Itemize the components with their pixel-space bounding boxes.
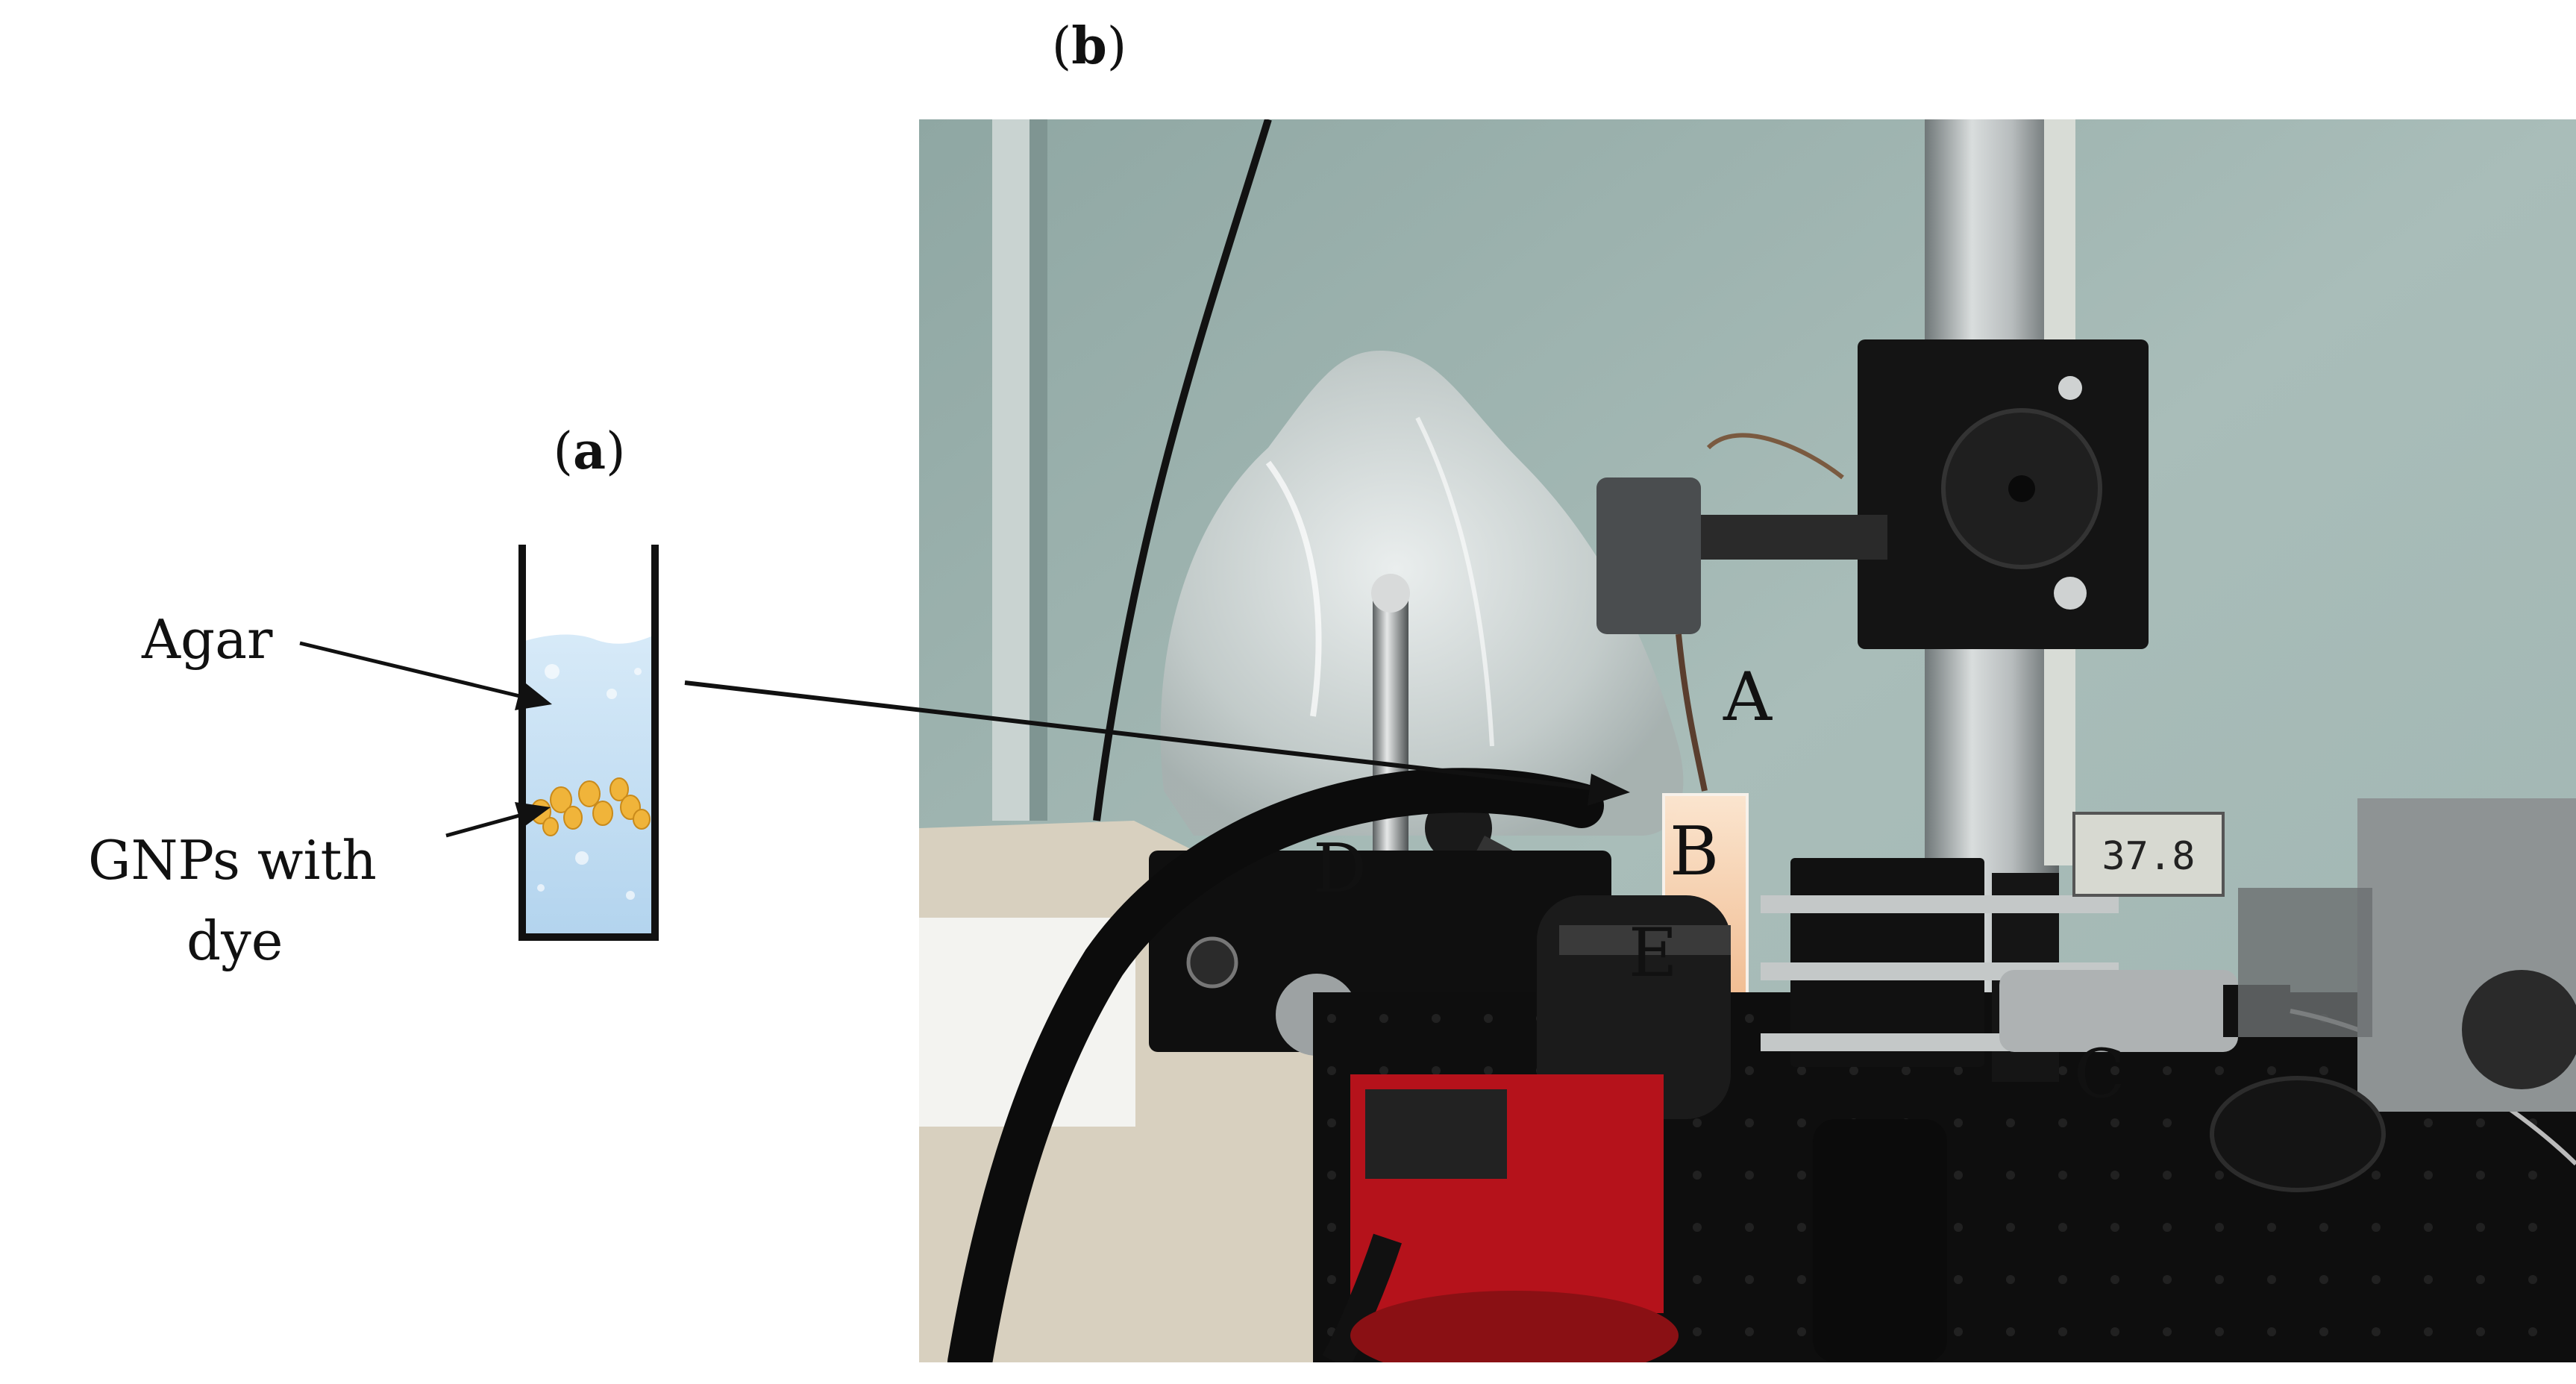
setup-photo: 37.8 A B C D E [919,119,2576,1362]
plastic-bag [1160,351,1684,836]
probe-wire [1676,633,1708,792]
panel-b-label: (b) [1052,16,1127,76]
marker-E: E [1629,914,1678,992]
marker-C: C [2074,1035,2125,1113]
gnp-arrow [445,802,551,838]
digital-display [2072,812,2225,897]
agar-bubbles [537,664,642,900]
gnp-label-line2: dye [187,909,283,972]
vial [518,545,659,941]
probe-arm [1693,515,1887,560]
marker-A: A [1723,658,1773,736]
probe-head [1596,477,1701,634]
panel-a: (a) [88,422,659,972]
marker-B: B [1670,812,1719,891]
panel-a-label: (a) [553,422,625,481]
fiber-cable [947,768,1604,1362]
marker-D: D [1313,830,1367,908]
agar-label: Agar [141,608,273,671]
door-frame [992,119,1030,821]
display-reading: 37.8 [2102,834,2195,879]
agar-arrow [299,641,552,710]
lens-cap [2210,1076,2386,1192]
gnp-label-line1: GNPs with [88,829,377,892]
vial-to-cuvette-arrow [684,680,1630,806]
hanging-cable [1093,119,1272,821]
